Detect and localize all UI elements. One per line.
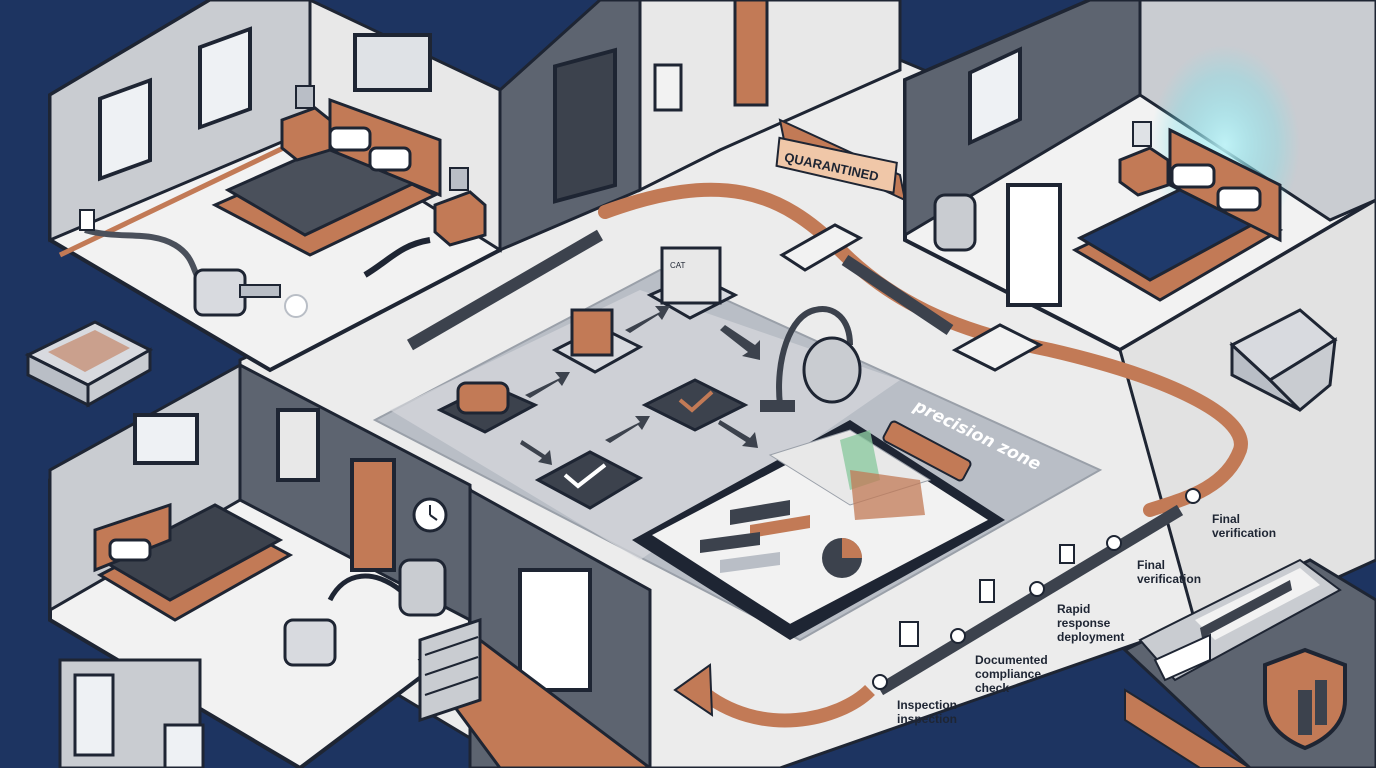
timeline-label-inspection: Inspection inspection [897, 698, 958, 726]
bottom-corridor [58, 487, 653, 768]
corridor-walls-top [498, 0, 902, 253]
paper-prop [951, 323, 1044, 372]
bug-card-icon [899, 621, 919, 647]
vent-left [24, 320, 154, 408]
timeline-label-documented: Documented compliance check [975, 653, 1048, 695]
checklist-icon [979, 579, 995, 603]
right-floor [1118, 198, 1376, 643]
dashboard-tablet [632, 420, 1005, 640]
timeline-label-final-2: Final verification [1212, 512, 1277, 540]
dark-path-left [406, 229, 604, 351]
room-top-left [48, 0, 502, 373]
dark-path-right [841, 255, 954, 335]
timeline-track [876, 504, 1184, 696]
timeline-label-rapid: Rapid response deployment [1057, 602, 1125, 644]
unit-label: CAT [670, 261, 686, 270]
alert-icon [1059, 544, 1075, 564]
room-top-right [903, 0, 1376, 353]
clipboard-prop [779, 223, 864, 272]
timeline-dots [872, 488, 1201, 690]
quarantine-tape: QUARANTINED [775, 118, 907, 202]
bottom-right-document [1122, 558, 1376, 768]
timeline-label-final-1: Final verification [1137, 558, 1202, 586]
process-tiles: CAT [436, 246, 862, 510]
return-arrow [673, 663, 714, 717]
copper-path-lower [695, 684, 875, 728]
vent-right [1229, 308, 1338, 413]
